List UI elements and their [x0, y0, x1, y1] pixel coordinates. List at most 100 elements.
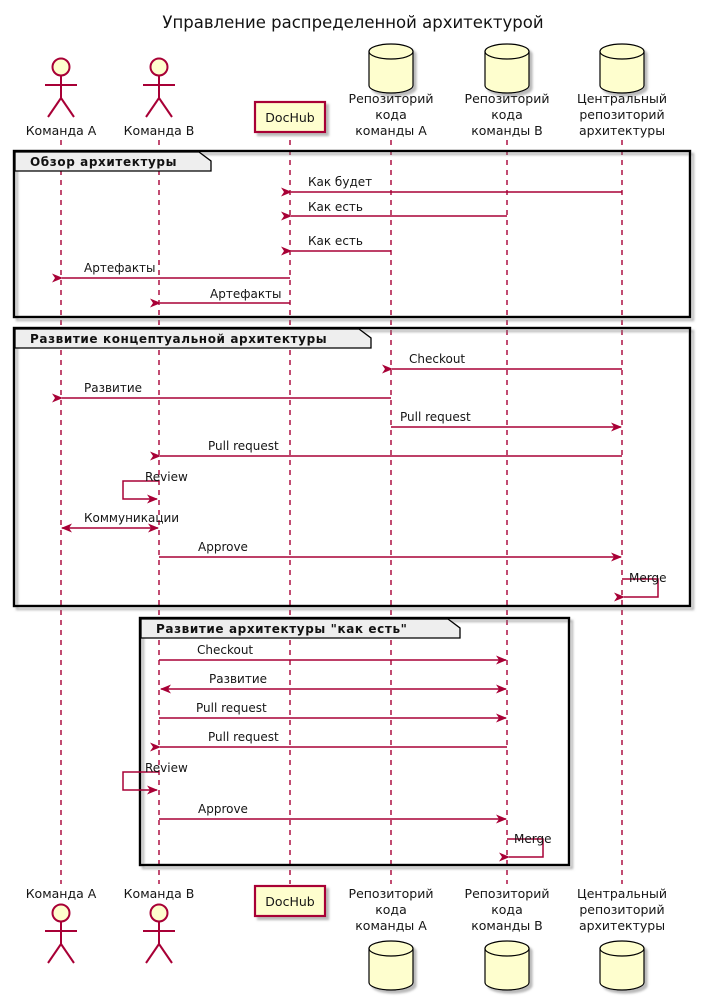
message-label: Approve	[198, 540, 248, 554]
message-label: Как есть	[308, 200, 363, 214]
self-message-arrow	[614, 578, 659, 602]
actor-head-icon	[51, 903, 71, 923]
participant-box-label: DocHub	[265, 894, 314, 909]
message: Артефакты	[150, 287, 290, 308]
actor-leg-right-icon	[158, 943, 173, 964]
group-title: Развитие концептуальной архитектуры	[30, 332, 327, 346]
message-label: Checkout	[409, 352, 465, 366]
message: Checkout	[159, 643, 507, 665]
message-label: Merge	[629, 571, 666, 585]
database-top-icon	[484, 940, 530, 957]
database-top-icon	[599, 940, 645, 957]
group-frame	[12, 326, 692, 608]
message-label: Pull request	[208, 439, 279, 453]
message: Review	[122, 761, 188, 795]
group-title: Обзор архитектуры	[30, 155, 177, 169]
participant-label-bottom-repoB: команды В	[471, 918, 543, 933]
group-header-tab	[140, 618, 461, 639]
database-repoB	[484, 43, 530, 94]
participant-label-bottom-repoA: кода	[375, 902, 407, 917]
message-label: Approve	[198, 802, 248, 816]
message: Как будет	[281, 175, 622, 197]
self-message-arrow	[499, 838, 544, 862]
database-body-icon	[484, 947, 530, 991]
message: Review	[122, 470, 188, 504]
group-frame	[138, 616, 571, 867]
actor-teamB	[143, 903, 175, 964]
participant-label-central: репозиторий	[579, 107, 664, 122]
lifelines-group	[60, 140, 623, 884]
message-label: Checkout	[197, 643, 253, 657]
group-frame	[12, 149, 692, 319]
actor-leg-right-icon	[60, 943, 75, 964]
participant-label-bottom-repoB: кода	[491, 902, 523, 917]
group-header-tab	[14, 151, 212, 172]
actor-head-icon	[149, 57, 169, 77]
database-top-icon	[599, 43, 645, 60]
participant-label-repoA: Репозиторий	[349, 91, 434, 106]
database-top-icon	[368, 43, 414, 60]
database-top-icon	[368, 940, 414, 957]
participant-label-central: архитектуры	[579, 123, 665, 138]
message-label: Развитие	[84, 381, 142, 395]
message: Approve	[159, 540, 622, 562]
message: Merge	[614, 571, 666, 602]
participant-label-repoB: кода	[491, 107, 523, 122]
participant-label-teamB: Команда В	[124, 123, 195, 138]
group-title: Развитие архитектуры "как есть"	[156, 622, 407, 636]
message: Pull request	[159, 701, 507, 723]
participant-box-label: DocHub	[265, 110, 314, 125]
database-central	[599, 43, 645, 94]
message-label: Артефакты	[84, 261, 156, 275]
message-label: Review	[145, 470, 188, 484]
message-label: Как есть	[308, 234, 363, 248]
message-label: Pull request	[196, 701, 267, 715]
participant-label-central: Центральный	[577, 91, 667, 106]
database-top-icon	[484, 43, 530, 60]
diagram-title: Управление распределенной архитектурой	[162, 13, 543, 32]
actor-head-icon	[51, 57, 71, 77]
message: Checkout	[382, 352, 622, 374]
actor-leg-right-icon	[60, 97, 75, 118]
participant-label-teamA: Команда А	[26, 123, 97, 138]
database-body-icon	[599, 50, 645, 94]
database-body-icon	[368, 947, 414, 991]
message: Merge	[499, 832, 551, 862]
participant-box-dochub: DocHub	[253, 884, 327, 918]
message-label: Артефакты	[210, 287, 282, 301]
actor-head-icon	[149, 903, 169, 923]
message-label: Коммуникации	[84, 511, 179, 525]
database-repoA	[368, 940, 414, 991]
participant-label-bottom-teamA: Команда А	[26, 886, 97, 901]
actor-leg-left-icon	[145, 97, 160, 118]
participant-label-bottom-central: архитектуры	[579, 918, 665, 933]
message-label: Review	[145, 761, 188, 775]
participant-box-bg	[253, 100, 327, 134]
actor-teamA	[45, 57, 77, 118]
participant-label-bottom-repoA: команды А	[355, 918, 427, 933]
message: Pull request	[150, 439, 622, 461]
participant-label-repoB: Репозиторий	[465, 91, 550, 106]
self-message-arrow	[122, 480, 159, 504]
group-1: Обзор архитектуры	[12, 149, 692, 319]
message: Как есть	[281, 234, 391, 256]
actor-leg-left-icon	[47, 97, 62, 118]
participant-box-dochub: DocHub	[253, 100, 327, 134]
database-central	[599, 940, 645, 991]
message: Approve	[159, 802, 507, 824]
group-header-tab	[14, 328, 372, 349]
database-repoB	[484, 940, 530, 991]
message: Артефакты	[52, 261, 290, 283]
message: Pull request	[391, 410, 622, 432]
participant-label-bottom-repoA: Репозиторий	[349, 886, 434, 901]
participant-label-bottom-teamB: Команда В	[124, 886, 195, 901]
participant-label-bottom-repoB: Репозиторий	[465, 886, 550, 901]
message-label: Pull request	[208, 730, 279, 744]
participant-label-repoB: команды В	[471, 123, 543, 138]
participant-box-bg	[253, 884, 327, 918]
participant-label-repoA: команды А	[355, 123, 427, 138]
participant-label-bottom-central: репозиторий	[579, 902, 664, 917]
